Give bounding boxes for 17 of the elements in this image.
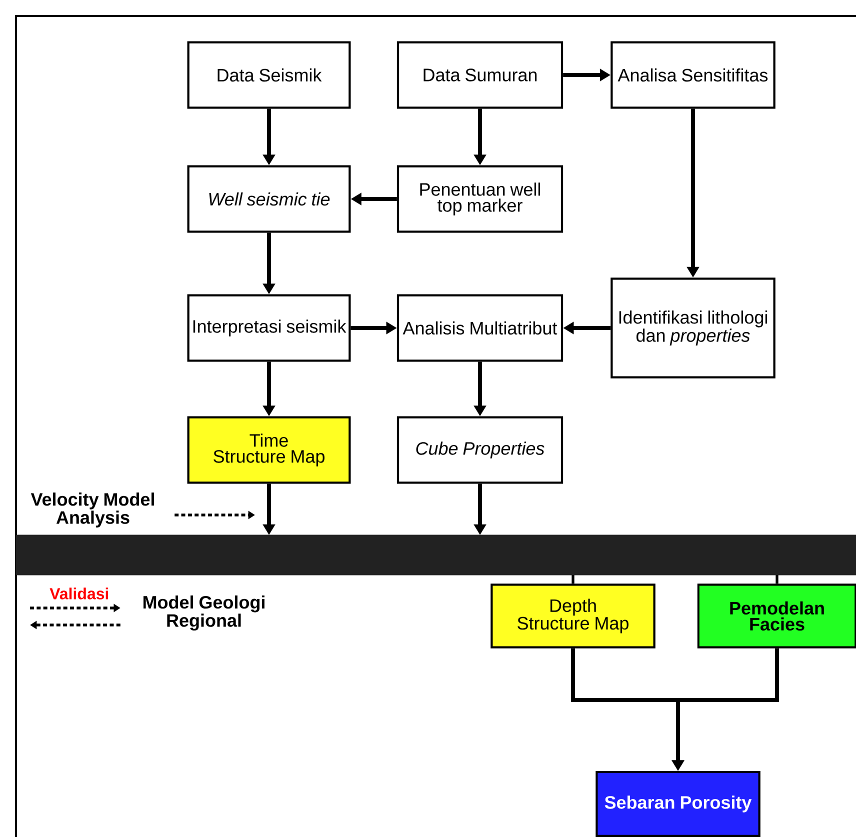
process-box: Sebaran Porosity bbox=[596, 770, 760, 837]
process-box: Penentuan well top marker bbox=[396, 165, 564, 233]
label-text: Model Geologi Regional bbox=[144, 595, 264, 630]
process-box: Well seismic tie bbox=[187, 165, 351, 233]
process-box: Cube Properties bbox=[396, 416, 564, 484]
edge-label: Validasi bbox=[50, 588, 108, 600]
process-box: Interpretasi seismik bbox=[187, 294, 351, 362]
process-box: Analisa Sensitifitas bbox=[610, 41, 776, 109]
divider-band bbox=[16, 534, 856, 576]
process-box: Data Sumuran bbox=[396, 41, 564, 109]
label-text: Velocity Model Analysis bbox=[30, 492, 154, 528]
process-box: Pemodelan Facies bbox=[697, 584, 856, 648]
process-box: Analisis Multiatribut bbox=[396, 294, 564, 362]
process-box: Time Structure Map bbox=[187, 416, 351, 484]
process-box: Identifikasi lithologi dan properties bbox=[610, 278, 776, 378]
process-box: Depth Structure Map bbox=[490, 584, 656, 648]
process-box: Data Seismik bbox=[187, 41, 351, 109]
